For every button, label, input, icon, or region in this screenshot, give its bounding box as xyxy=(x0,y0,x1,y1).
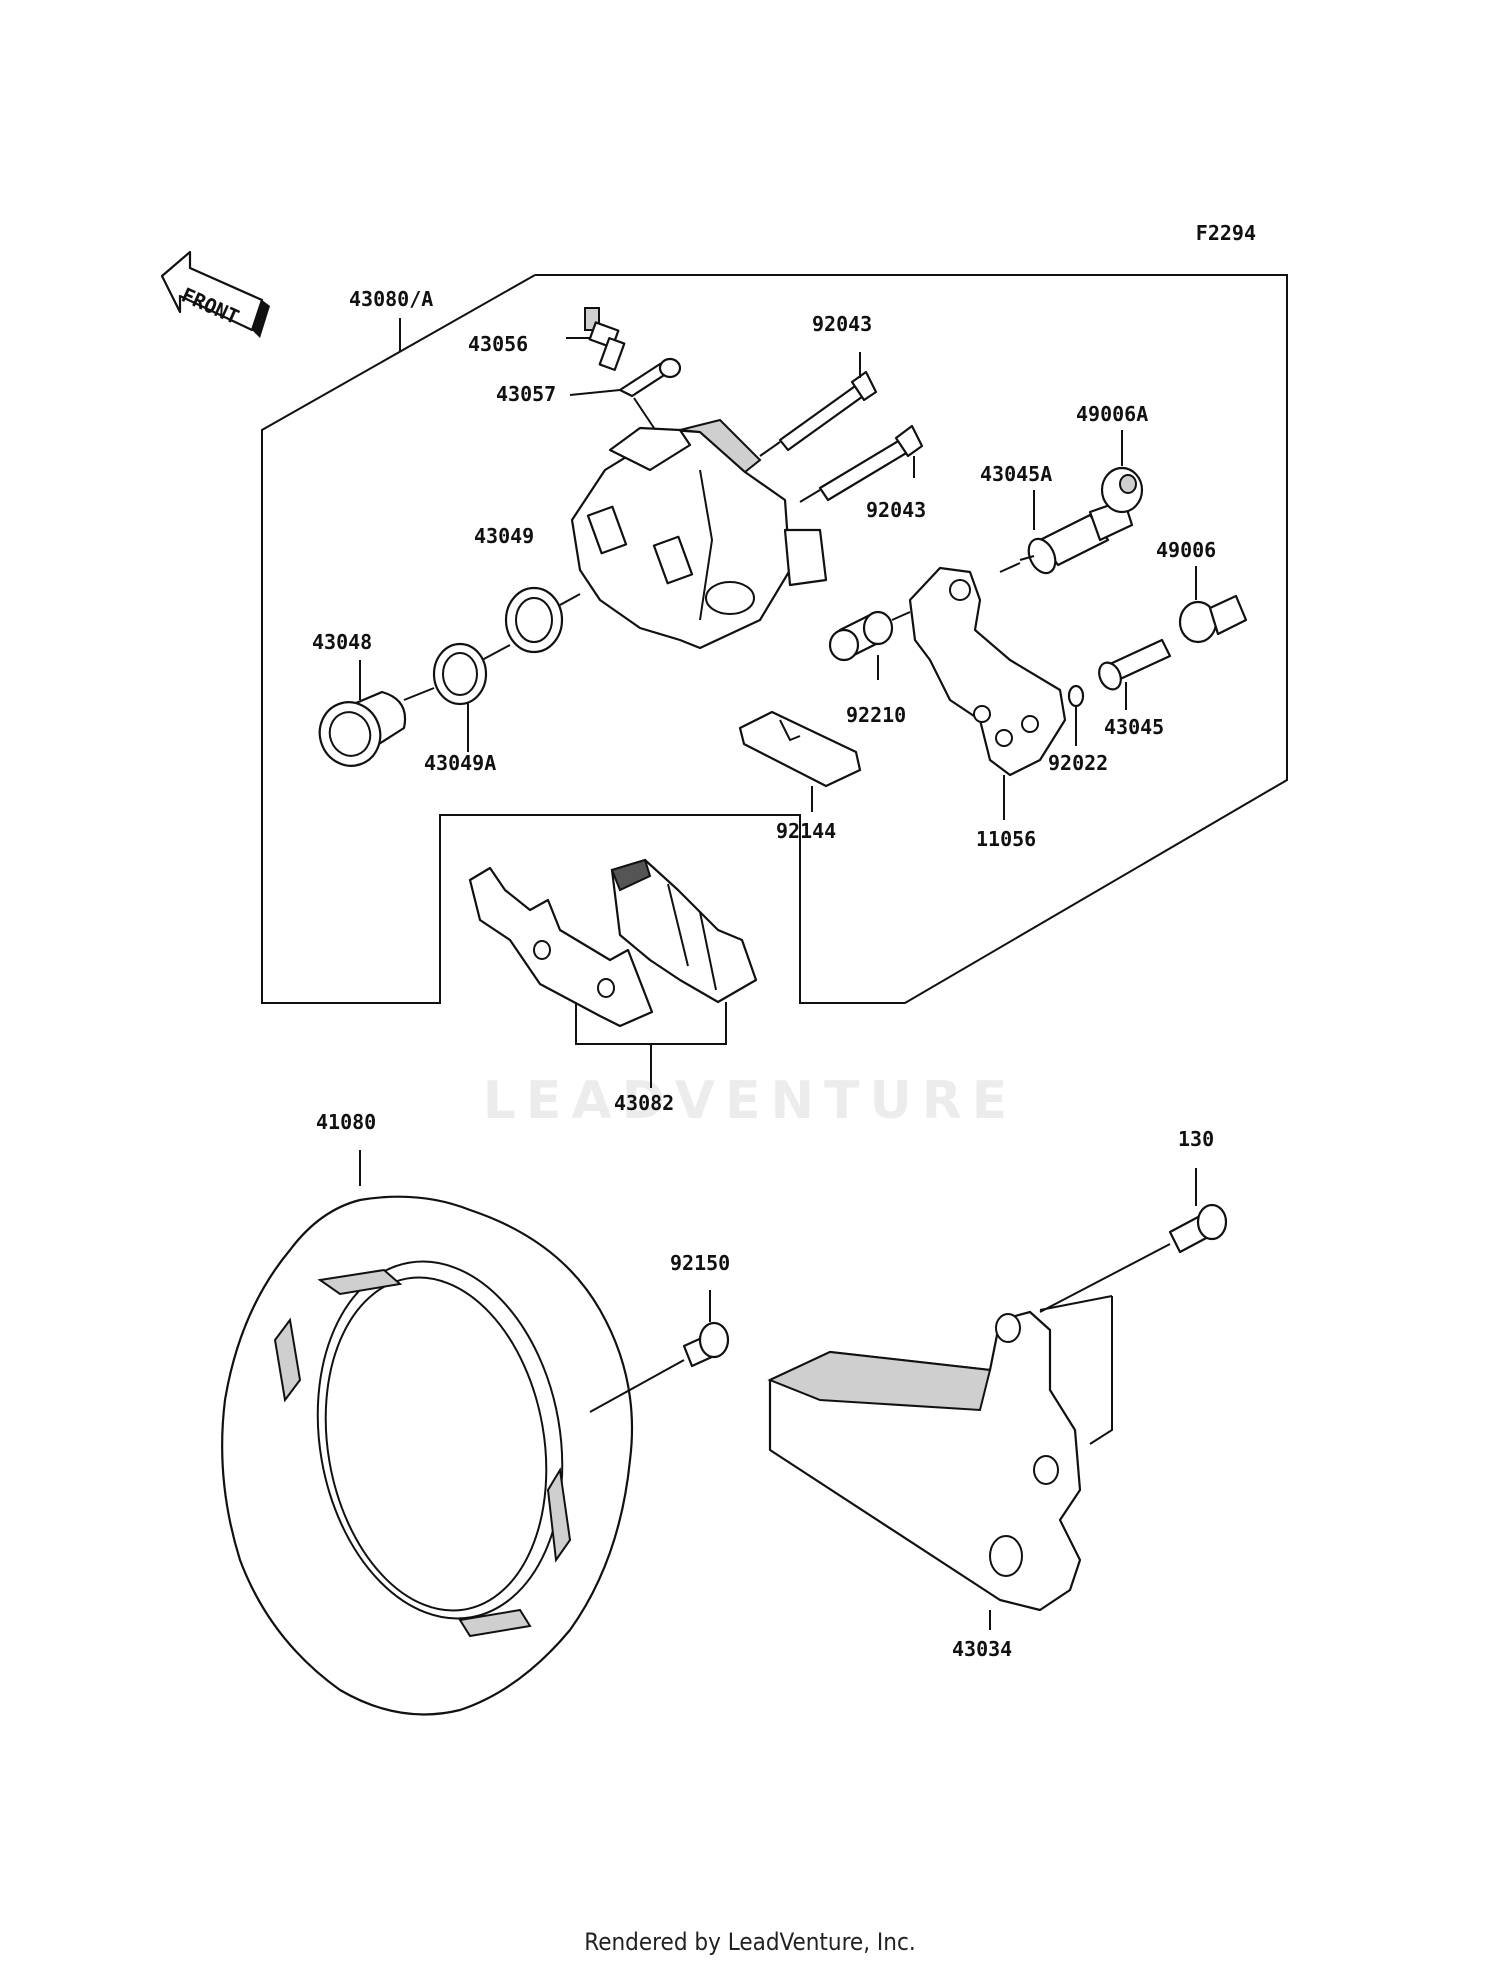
label-43048: 43048 xyxy=(312,630,372,654)
label-43056: 43056 xyxy=(468,332,528,356)
watermark: LEADVENTURE xyxy=(483,1071,1018,1131)
label-43080A: 43080/A xyxy=(349,287,433,311)
label-43034: 43034 xyxy=(952,1637,1012,1661)
caliper-bracket-43034 xyxy=(767,1295,1113,1630)
label-92144: 92144 xyxy=(776,819,836,843)
bleeder-cap xyxy=(569,357,682,447)
caliper-bracket-11056 xyxy=(908,566,1067,820)
label-11056: 11056 xyxy=(976,827,1036,851)
piston-seal-43049A xyxy=(432,642,511,752)
boot-49006 xyxy=(1178,566,1248,644)
label-49006A: 49006A xyxy=(1076,402,1148,426)
front-arrow-icon: FRONT xyxy=(160,250,270,338)
caliper-pin-lower xyxy=(799,424,924,503)
label-92043-upper: 92043 xyxy=(812,312,872,336)
label-92043-lower: 92043 xyxy=(866,498,926,522)
caliper-assembly-outline xyxy=(261,274,1288,1004)
brake-disc-41080 xyxy=(221,1150,634,1716)
bolt-130 xyxy=(1039,1168,1228,1313)
label-41080: 41080 xyxy=(316,1110,376,1134)
footer-credit: Rendered by LeadVenture, Inc. xyxy=(584,1928,915,1956)
piston-43048 xyxy=(318,660,435,767)
caliper-body xyxy=(570,418,828,650)
brake-pad-left xyxy=(468,866,654,1028)
bleeder-valve xyxy=(566,307,626,371)
label-43082: 43082 xyxy=(614,1091,674,1115)
label-92210: 92210 xyxy=(846,703,906,727)
slide-pin-43045 xyxy=(1098,638,1172,710)
label-43045A: 43045A xyxy=(980,462,1052,486)
disc-bolt-92150 xyxy=(589,1290,730,1413)
label-43049A: 43049A xyxy=(424,751,496,775)
label-49006: 49006 xyxy=(1156,538,1216,562)
label-130: 130 xyxy=(1178,1127,1214,1151)
boot-49006A xyxy=(1100,430,1144,514)
diagram-code: F2294 xyxy=(1196,221,1256,245)
label-43057: 43057 xyxy=(496,382,556,406)
pad-spring-92144 xyxy=(738,710,862,812)
caliper-seal-43049 xyxy=(504,586,581,654)
label-92022: 92022 xyxy=(1048,751,1108,775)
brake-pad-right xyxy=(610,858,758,1004)
label-43049: 43049 xyxy=(474,524,534,548)
circlip-92022 xyxy=(1067,684,1085,746)
label-92150: 92150 xyxy=(670,1251,730,1275)
caliper-pin-upper xyxy=(759,352,878,457)
collar-92210 xyxy=(828,610,911,680)
label-43045: 43045 xyxy=(1104,715,1164,739)
